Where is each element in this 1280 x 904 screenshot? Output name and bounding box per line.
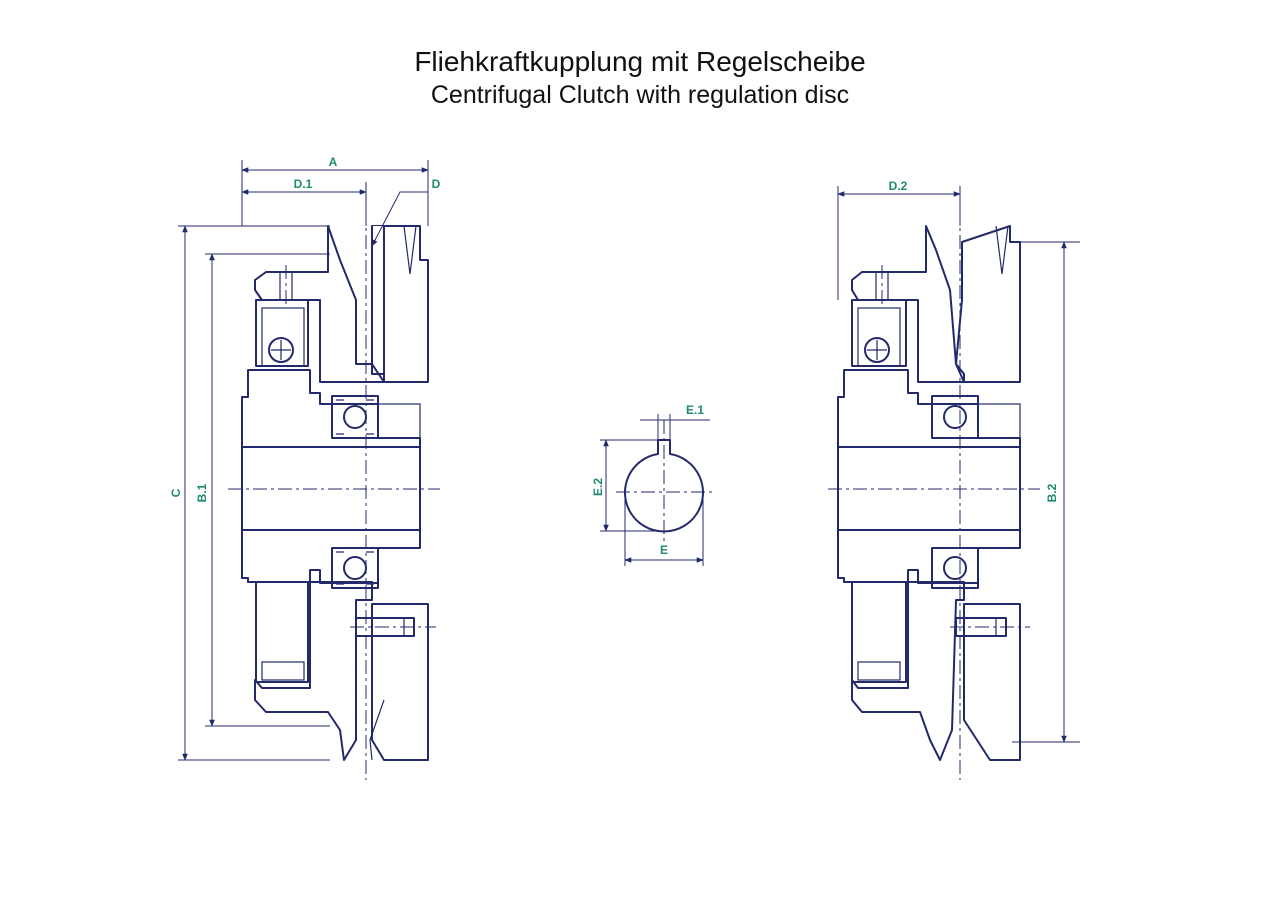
dim-label-b2: B.2 [1045,483,1059,502]
dim-label-a: A [329,155,338,169]
left-shoe-upper [255,299,309,367]
dim-label-e: E [660,543,668,557]
dim-label-b1: B.1 [195,483,209,502]
left-hub-lower [241,529,421,584]
right-hub-lower [837,529,1021,584]
dim-label-d2: D.2 [889,179,908,193]
left-ball-upper [268,337,294,363]
dim-label-d1: D.1 [294,177,313,191]
title-german: Fliehkraftkupplung mit Regelscheibe [414,46,866,77]
right-ball-upper [864,337,890,363]
keyway-bore [624,439,704,533]
right-bearing-upper [931,395,979,439]
right-shoe-lower [851,581,907,683]
right-clutch-view: D.2 B.2 [828,179,1080,780]
right-bell-lower [843,581,965,761]
dim-leader-d [371,191,428,247]
left-pulley-lower [371,603,429,761]
title-block: Fliehkraftkupplung mit Regelscheibe Cent… [0,44,1280,110]
right-bearing-lower [931,547,979,589]
left-clutch-view: A D.1 D C B.1 [169,155,441,780]
dim-label-d: D [432,177,441,191]
right-bell-upper [851,225,965,383]
right-pulley-lower [963,603,1021,761]
keyway-detail: E.1 E.2 E [591,403,712,566]
right-pulley-upper [955,225,1021,383]
left-shoe-lower [255,581,309,683]
dim-label-e1: E.1 [686,403,704,417]
left-bearing-lower [331,547,379,589]
dim-label-c: C [169,488,183,497]
right-shoe-upper [851,299,907,367]
title-english: Centrifugal Clutch with regulation disc [430,81,850,109]
left-bearing-upper [331,395,379,439]
dim-label-e2: E.2 [591,478,605,496]
left-bell-upper [254,225,385,383]
left-bell-lower [247,581,373,761]
